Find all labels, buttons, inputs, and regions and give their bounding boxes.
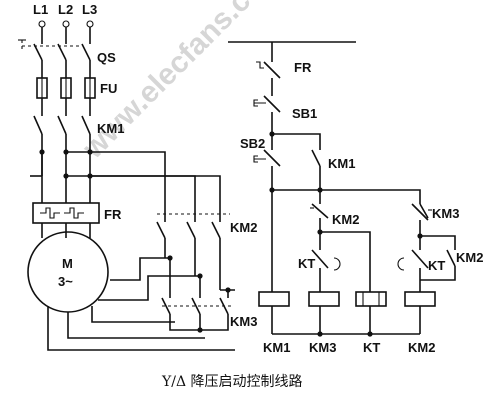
coil-km3 (308, 291, 340, 307)
label-qs: QS (97, 50, 116, 65)
label-km3-aux: KM3 (432, 206, 459, 221)
diagram-caption: Y/Δ 降压启动控制线路 (161, 374, 303, 390)
label-fr-ctrl: FR (294, 60, 312, 75)
coil-label-kt: KT (363, 340, 380, 355)
motor-phase-label: 3~ (58, 274, 73, 289)
main-circuit: L1 L2 L3 QS FU KM1 FR (18, 2, 257, 351)
label-km2-aux: KM2 (332, 212, 359, 227)
km1-main-contacts (33, 115, 91, 135)
label-km3-main: KM3 (230, 314, 257, 329)
label-kt-contact1: KT (298, 256, 315, 271)
label-kt-contact2: KT (428, 258, 445, 273)
motor (27, 231, 109, 313)
terminal-l1 (38, 20, 46, 28)
motor-label: M (62, 256, 73, 271)
control-circuit: FR SB1 SB2 KM1 KM2 KT KM3 (228, 41, 483, 355)
label-km2-main: KM2 (230, 220, 257, 235)
coil-km2 (404, 291, 436, 307)
terminal-l3 (86, 20, 94, 28)
label-km1-main: KM1 (97, 121, 124, 136)
label-km2-aux2: KM2 (456, 250, 483, 265)
terminal-l2 (62, 20, 70, 28)
bottom-rail (271, 306, 421, 335)
km2-main-contacts (156, 221, 221, 239)
coil-km1 (258, 291, 290, 307)
label-l2: L2 (58, 2, 73, 17)
label-l1: L1 (33, 2, 48, 17)
label-fu: FU (100, 81, 117, 96)
coil-label-km2: KM2 (408, 340, 435, 355)
label-km1-aux: KM1 (328, 156, 355, 171)
qs-switch (33, 43, 91, 61)
coil-kt (355, 291, 387, 307)
label-l3: L3 (82, 2, 97, 17)
label-sb2: SB2 (240, 136, 265, 151)
label-fr-main: FR (104, 207, 122, 222)
coil-label-km3: KM3 (309, 340, 336, 355)
coil-label-km1: KM1 (263, 340, 290, 355)
label-sb1: SB1 (292, 106, 317, 121)
